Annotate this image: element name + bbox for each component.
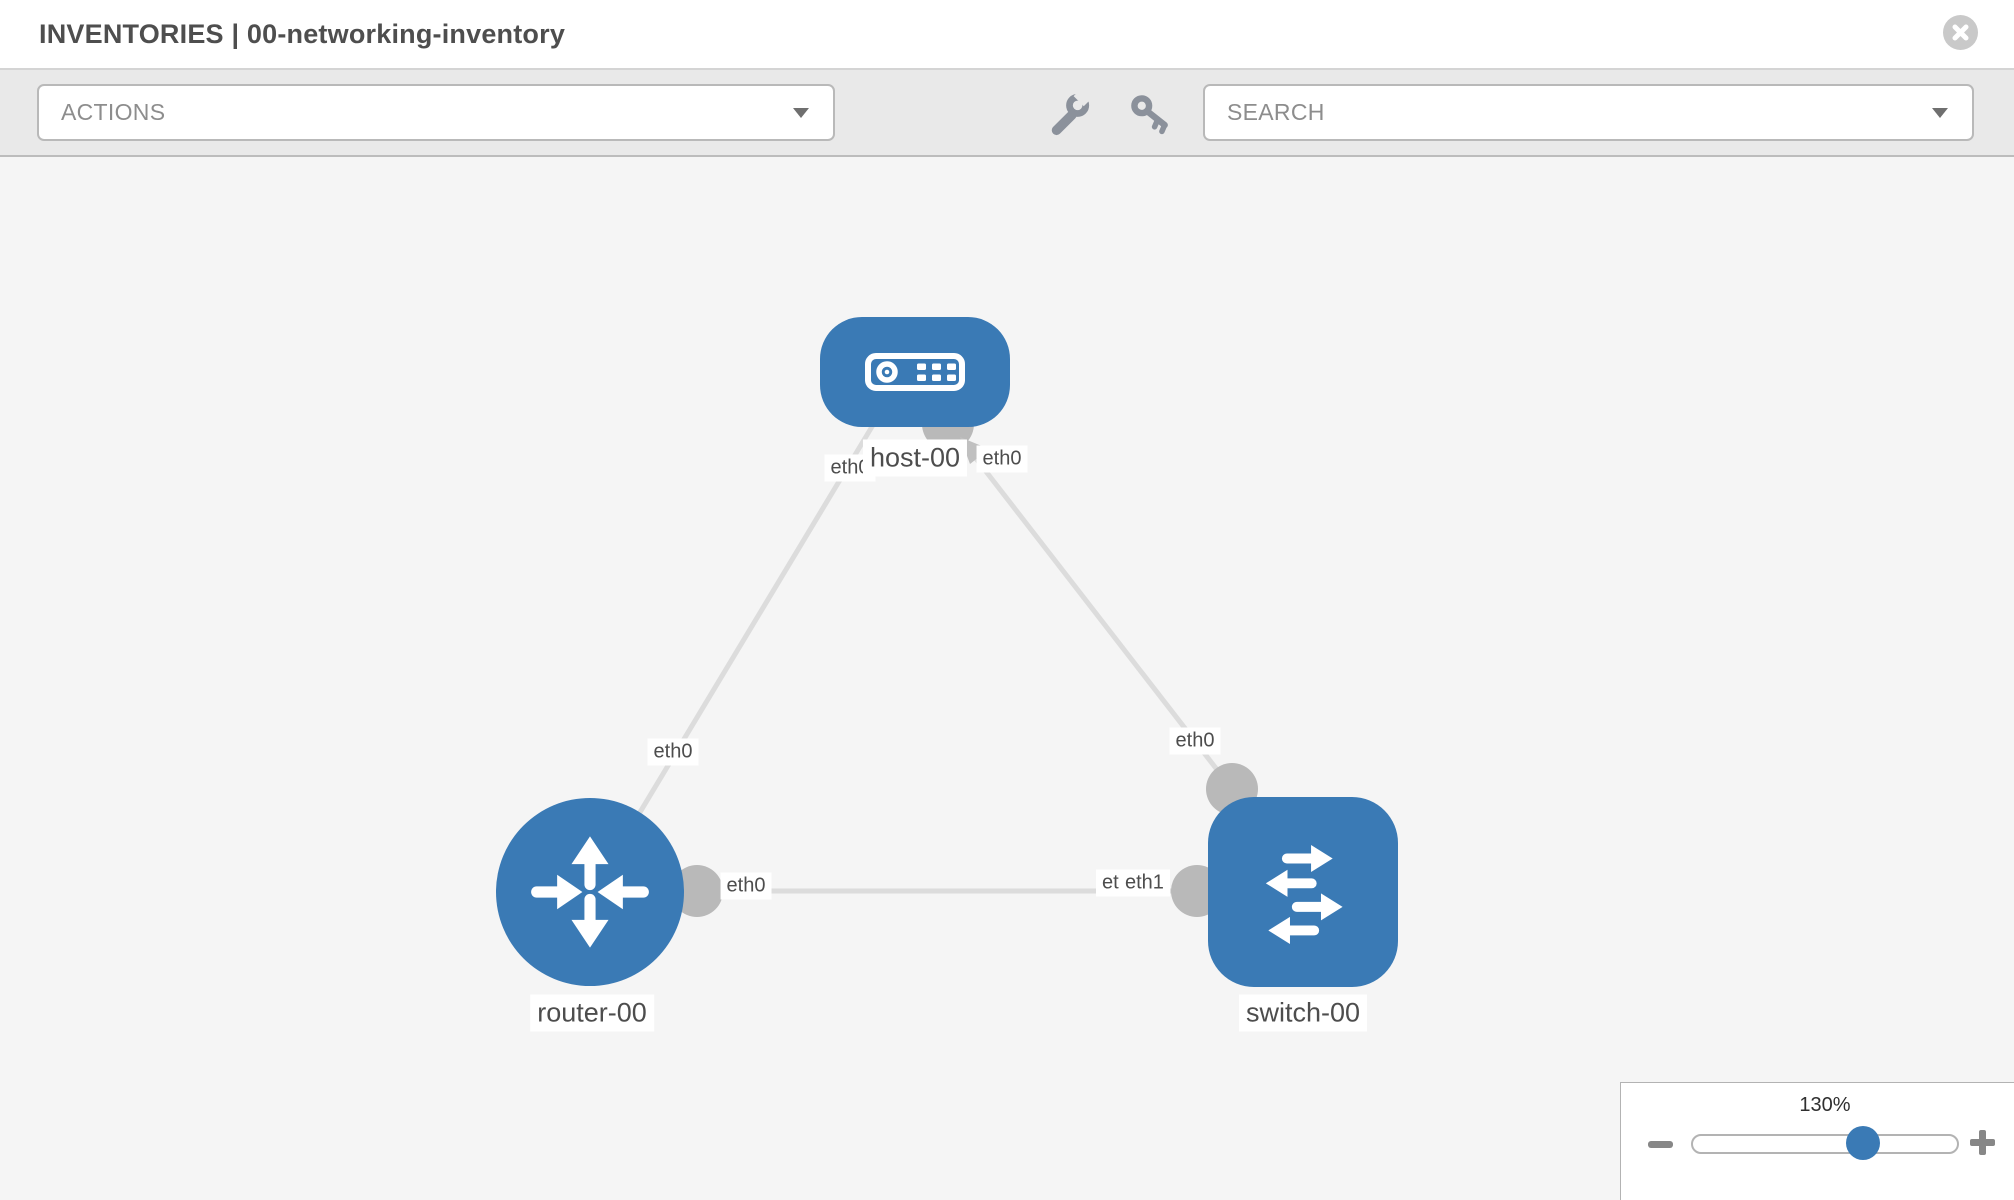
key-icon[interactable] bbox=[1128, 92, 1172, 136]
zoom-slider-handle[interactable] bbox=[1846, 1126, 1880, 1160]
port-dot-router bbox=[671, 865, 723, 917]
chevron-down-icon bbox=[1932, 107, 1948, 118]
zoom-out-button[interactable] bbox=[1648, 1131, 1674, 1157]
actions-dropdown[interactable]: ACTIONS bbox=[37, 84, 835, 141]
page-header: INVENTORIES | 00-networking-inventory bbox=[0, 0, 2014, 70]
zoom-slider-track[interactable] bbox=[1691, 1126, 1959, 1160]
link-arrow-icon bbox=[960, 437, 989, 464]
port-label: eth0 bbox=[976, 445, 1028, 473]
switch-icon bbox=[1265, 845, 1343, 944]
port-label: eth0 bbox=[647, 738, 699, 766]
page-title: INVENTORIES | 00-networking-inventory bbox=[39, 18, 566, 49]
search-dropdown[interactable]: SEARCH bbox=[1203, 84, 1974, 141]
node-label-switch-00[interactable]: switch-00 bbox=[1238, 994, 1368, 1032]
toolbar: ACTIONS SEARCH bbox=[0, 70, 2014, 157]
topology-canvas[interactable]: eth0 eth0 eth0 eth0 eth0 eth0 eth1 host-… bbox=[0, 157, 2014, 1200]
zoom-level-value: 130% bbox=[1799, 1094, 1851, 1116]
port-label: eth0 bbox=[1169, 727, 1221, 755]
actions-dropdown-label: ACTIONS bbox=[61, 99, 166, 125]
port-label: eth0 bbox=[720, 872, 772, 900]
port-label: eth1 bbox=[1119, 869, 1170, 897]
zoom-in-button[interactable] bbox=[1970, 1130, 1996, 1156]
wrench-icon[interactable] bbox=[1046, 90, 1092, 137]
zoom-panel: 130% bbox=[1620, 1082, 2014, 1200]
search-dropdown-label: SEARCH bbox=[1227, 99, 1325, 125]
host-icon bbox=[865, 353, 965, 391]
close-button[interactable] bbox=[1943, 15, 1978, 50]
node-host-00[interactable] bbox=[820, 317, 1010, 427]
plus-icon bbox=[1970, 1130, 1995, 1155]
topology-links-layer bbox=[589, 398, 1258, 917]
router-icon bbox=[531, 836, 649, 948]
node-switch-00[interactable] bbox=[1208, 797, 1398, 987]
minus-icon bbox=[1648, 1141, 1673, 1148]
node-label-host-00[interactable]: host-00 bbox=[862, 439, 968, 477]
close-icon bbox=[1952, 24, 1969, 41]
chevron-down-icon bbox=[793, 107, 809, 118]
node-router-00[interactable] bbox=[496, 798, 684, 986]
node-label-router-00[interactable]: router-00 bbox=[530, 994, 654, 1032]
